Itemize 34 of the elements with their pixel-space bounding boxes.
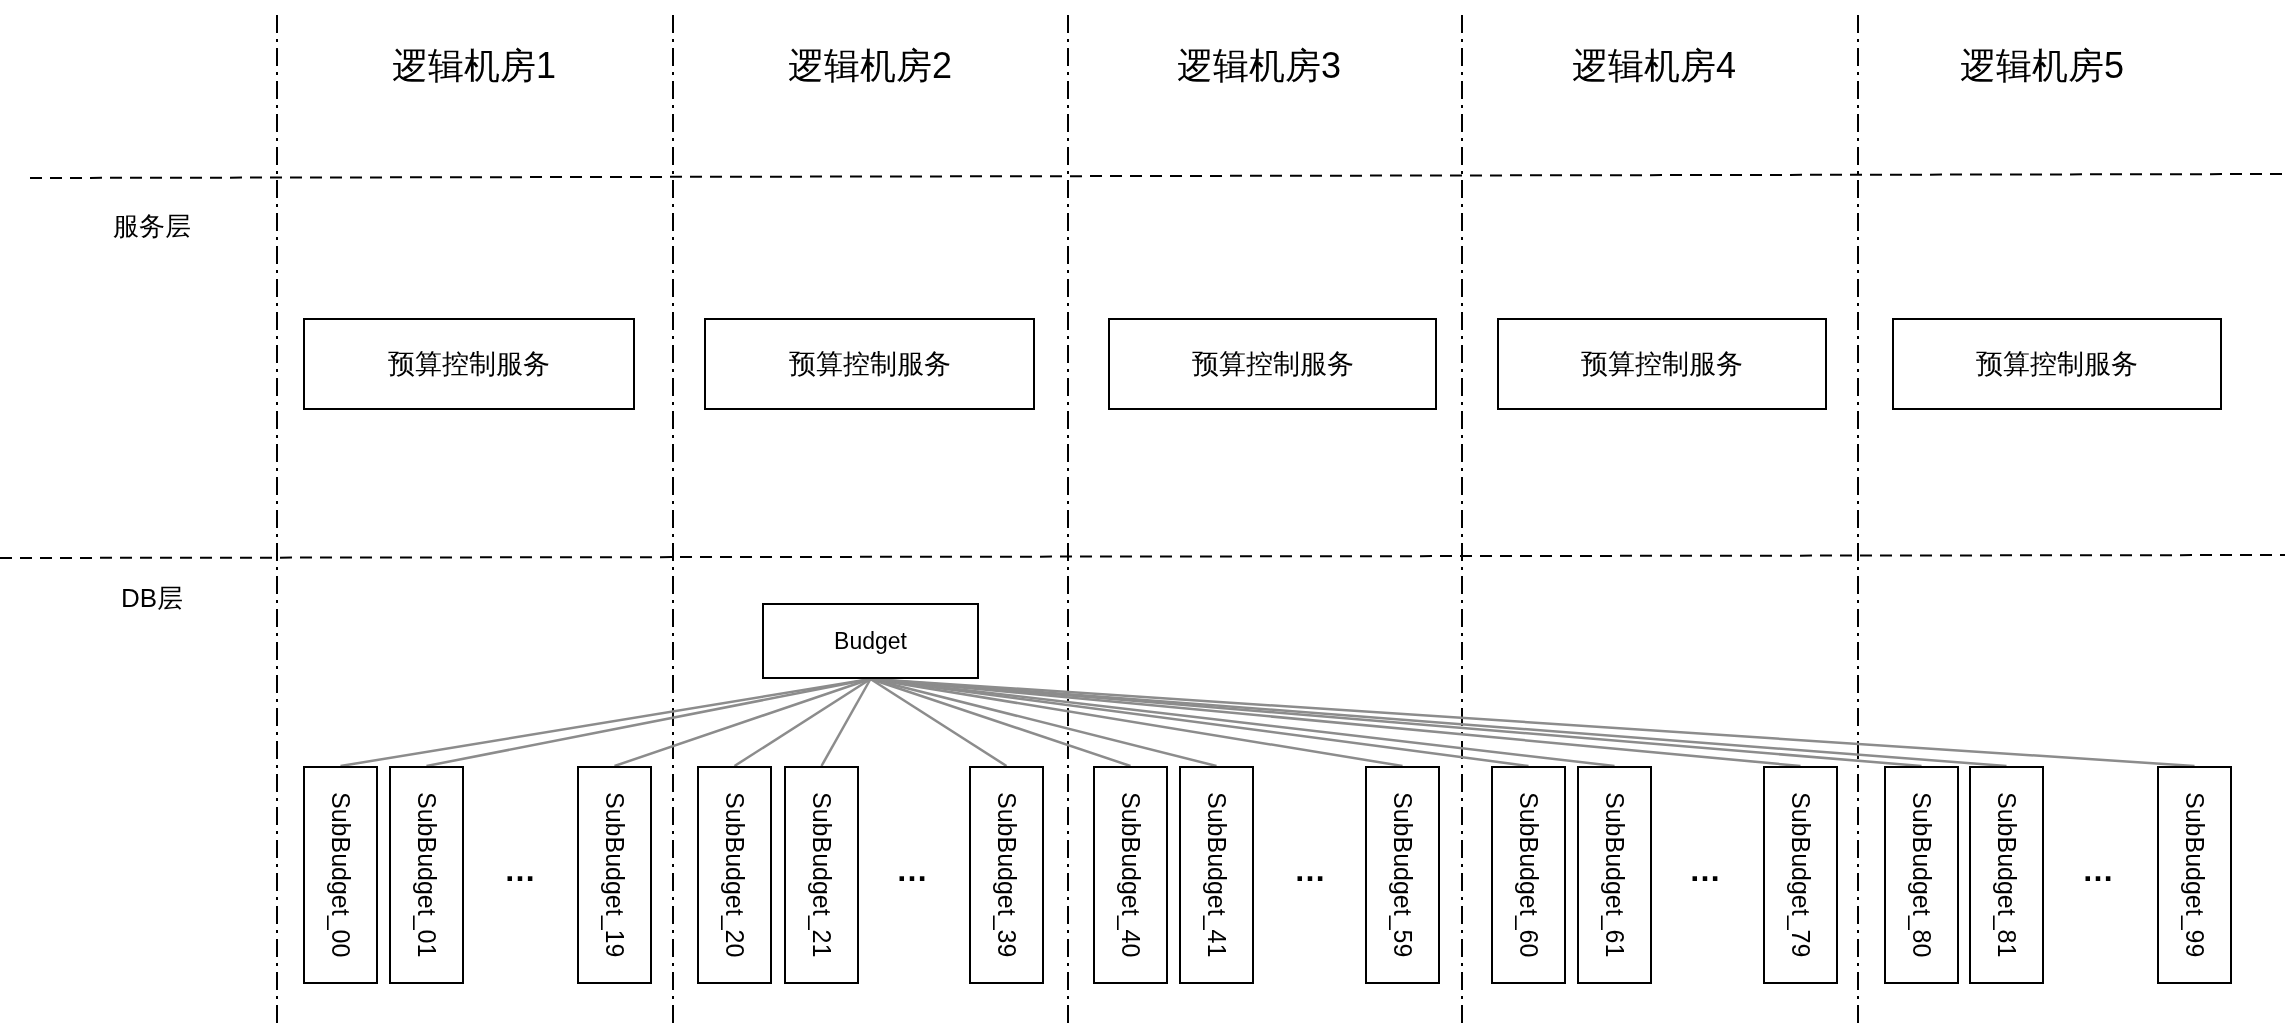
ellipsis: …	[1294, 854, 1326, 886]
shard-box: SubBudget_81	[1969, 766, 2044, 984]
column-header: 逻辑机房5	[1960, 48, 2124, 84]
shard-box: SubBudget_99	[2157, 766, 2232, 984]
shard-box: SubBudget_21	[784, 766, 859, 984]
shard-box: SubBudget_60	[1491, 766, 1566, 984]
service-box: 预算控制服务	[303, 318, 635, 410]
column-header: 逻辑机房4	[1572, 48, 1736, 84]
layer-label: DB层	[120, 585, 184, 611]
shard-box: SubBudget_41	[1179, 766, 1254, 984]
database-box: Budget	[762, 603, 979, 679]
shard-box: SubBudget_40	[1093, 766, 1168, 984]
shard-box: SubBudget_79	[1763, 766, 1838, 984]
shard-box: SubBudget_61	[1577, 766, 1652, 984]
shard-box: SubBudget_19	[577, 766, 652, 984]
service-box: 预算控制服务	[1892, 318, 2222, 410]
column-header: 逻辑机房3	[1177, 48, 1341, 84]
ellipsis: …	[896, 854, 928, 886]
shard-box: SubBudget_80	[1884, 766, 1959, 984]
ellipsis: …	[504, 854, 536, 886]
service-box: 预算控制服务	[1108, 318, 1437, 410]
shard-box: SubBudget_59	[1365, 766, 1440, 984]
connector-line	[820, 678, 872, 767]
ellipsis: …	[2082, 854, 2114, 886]
layer-label: 服务层	[113, 213, 191, 239]
shard-box: SubBudget_00	[303, 766, 378, 984]
column-header: 逻辑机房1	[392, 48, 556, 84]
column-header: 逻辑机房2	[788, 48, 952, 84]
ellipsis: …	[1689, 854, 1721, 886]
service-box: 预算控制服务	[1497, 318, 1827, 410]
service-box: 预算控制服务	[704, 318, 1035, 410]
shard-box: SubBudget_20	[697, 766, 772, 984]
shard-box: SubBudget_01	[389, 766, 464, 984]
shard-box: SubBudget_39	[969, 766, 1044, 984]
